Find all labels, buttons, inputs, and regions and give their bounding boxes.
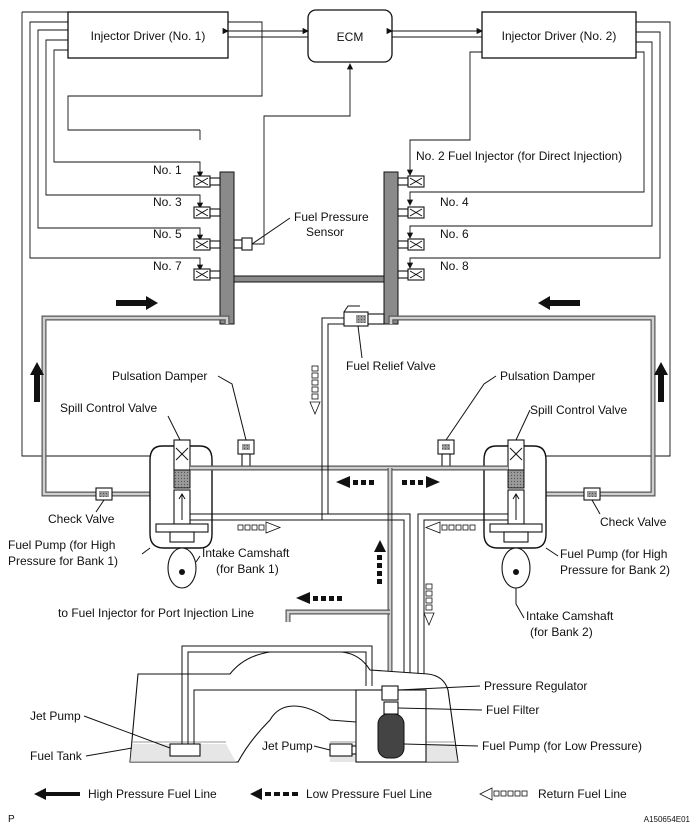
right-delivery-pipe xyxy=(383,171,399,325)
sensor-ecm-wire xyxy=(252,63,354,245)
fuel-pressure-sensor-label-1: Fuel Pressure xyxy=(294,210,369,224)
injector-driver-1-box xyxy=(67,11,229,59)
left-delivery-pipe xyxy=(219,171,235,325)
pump-right-label-1: Fuel Pump (for High xyxy=(560,547,667,561)
spill-valve-left-label: Spill Control Valve xyxy=(60,401,157,415)
cam-left-leader xyxy=(195,555,201,563)
fuel-tank-label: Fuel Tank xyxy=(30,749,83,763)
pressure-regulator-label: Pressure Regulator xyxy=(484,679,587,693)
fuel-tank xyxy=(129,645,459,763)
fuel-pressure-sensor-label-2: Sensor xyxy=(306,225,344,239)
injector-no8-label: No. 8 xyxy=(440,259,469,273)
legend: High Pressure Fuel Line Low Pressure Fue… xyxy=(34,787,627,801)
fuel-filter-leader xyxy=(397,707,483,711)
high-pressure-pump-bank2 xyxy=(483,439,547,589)
pressure-regulator-leader xyxy=(397,685,481,691)
spill-valve-right-leader xyxy=(515,409,531,441)
ecm-box xyxy=(307,9,393,63)
pump-left-label-1: Fuel Pump (for High xyxy=(8,538,115,552)
return-pipes xyxy=(190,317,508,686)
high-pressure-pump-bank1 xyxy=(149,439,213,589)
return-flow-arrows xyxy=(237,365,476,627)
cam-right-label-1: Intake Camshaft xyxy=(526,609,614,623)
pump-left-label-2: Pressure for Bank 1) xyxy=(8,554,118,568)
pulsation-damper-right-label: Pulsation Damper xyxy=(500,369,595,383)
injector-driver-2-box xyxy=(481,11,637,59)
check-valves xyxy=(95,487,601,515)
jet-pump-left-label: Jet Pump xyxy=(30,709,81,723)
legend-high-pressure-arrow xyxy=(34,788,80,800)
spill-valve-right-label: Spill Control Valve xyxy=(530,403,627,417)
jet-pump-left-leader xyxy=(83,715,171,749)
injector-no1-label: No. 1 xyxy=(153,163,182,177)
high-pressure-pipes xyxy=(41,315,656,497)
high-pressure-flow-arrows xyxy=(30,296,668,402)
figure-code-label: A150654E01 xyxy=(644,815,691,824)
cam-left-label-2: (for Bank 1) xyxy=(216,562,279,576)
pump-right-label-2: Pressure for Bank 2) xyxy=(560,563,670,577)
cam-left-label-1: Intake Camshaft xyxy=(202,546,290,560)
right-injectors xyxy=(397,175,425,281)
injector-no5-label: No. 5 xyxy=(153,227,182,241)
rail-crossover xyxy=(233,275,385,283)
pump-left-leader xyxy=(141,547,151,555)
fuel-tank-leader xyxy=(85,747,133,757)
pulsation-damper-left-label: Pulsation Damper xyxy=(112,369,207,383)
no2-injector-label: No. 2 Fuel Injector (for Direct Injectio… xyxy=(416,149,622,163)
spill-valve-left-leader xyxy=(167,415,181,441)
check-valve-right-label: Check Valve xyxy=(600,515,667,529)
legend-return-label: Return Fuel Line xyxy=(538,787,627,801)
low-pressure-pipes xyxy=(190,465,508,686)
driver-1-wiring xyxy=(21,11,263,460)
legend-high-label: High Pressure Fuel Line xyxy=(88,787,217,801)
driver-2-wiring xyxy=(406,21,671,460)
injector-driver-1-label: Injector Driver (No. 1) xyxy=(91,29,206,43)
injector-driver-2-label: Injector Driver (No. 2) xyxy=(502,29,617,43)
pump-right-leader xyxy=(545,547,559,557)
low-pressure-pump-leader xyxy=(403,743,479,747)
ecm-driver-links xyxy=(222,27,483,38)
check-valve-left-label: Check Valve xyxy=(48,512,115,526)
injector-no4-label: No. 4 xyxy=(440,195,469,209)
legend-return-arrow xyxy=(479,787,528,801)
injector-no7-label: No. 7 xyxy=(153,259,182,273)
legend-low-pressure-arrow xyxy=(250,788,298,800)
low-pressure-pump-label: Fuel Pump (for Low Pressure) xyxy=(482,739,642,753)
pulsation-damper-right-leader xyxy=(445,375,497,441)
port-injection-label: to Fuel Injector for Port Injection Line xyxy=(58,606,254,620)
fuel-pressure-sensor xyxy=(233,217,291,251)
low-pressure-flow-arrows xyxy=(296,476,440,604)
cam-right-leader xyxy=(515,588,525,619)
ecm-label: ECM xyxy=(337,30,364,44)
pulsation-dampers xyxy=(237,439,455,469)
legend-low-label: Low Pressure Fuel Line xyxy=(306,787,432,801)
fuel-relief-valve xyxy=(343,305,385,327)
left-injectors xyxy=(193,175,221,281)
injector-no6-label: No. 6 xyxy=(440,227,469,241)
fuel-filter-label: Fuel Filter xyxy=(486,703,539,717)
jet-pump-center-leader xyxy=(313,745,331,751)
jet-pump-center-label: Jet Pump xyxy=(262,739,313,753)
corner-left-label: P xyxy=(8,814,15,825)
cam-right-label-2: (for Bank 2) xyxy=(530,625,593,639)
pulsation-damper-left-leader xyxy=(217,375,247,441)
fuel-relief-valve-label: Fuel Relief Valve xyxy=(346,359,436,373)
fuel-relief-valve-leader xyxy=(357,325,363,359)
injector-no3-label: No. 3 xyxy=(153,195,182,209)
